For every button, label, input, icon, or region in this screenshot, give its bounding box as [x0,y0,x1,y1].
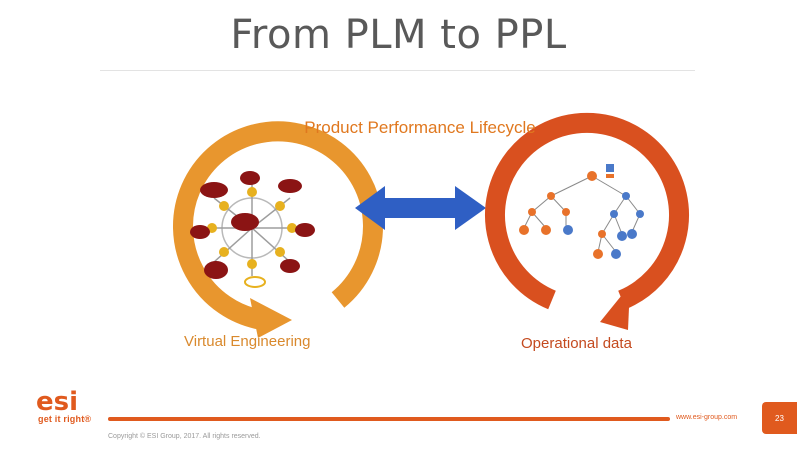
lifecycle-label: Product Performance Lifecycle [304,118,536,137]
left-cycle-ring [173,121,383,330]
copyright-notice: Copyright © ESI Group, 2017. All rights … [108,433,261,440]
virtual-engineering-cycle [173,121,383,338]
esi-logo: esi [36,388,78,414]
operational-data-label: Operational data [521,335,632,352]
footer-rule [108,417,670,421]
bidirectional-arrow [355,186,486,230]
esi-logo-text: esi [36,388,78,414]
left-cycle-arrowhead [250,298,292,338]
virtual-engineering-illustration [190,171,315,288]
right-cycle-ring [485,112,689,310]
operational-data-cycle [485,112,689,330]
decision-tree-illustration [519,164,644,259]
page-number-badge: 23 [762,402,797,434]
brand-tagline: get it right® [38,414,92,424]
page-number: 23 [775,413,784,423]
virtual-engineering-label: Virtual Engineering [184,333,311,350]
title-divider [100,70,695,71]
footer-url: www.esi-group.com [676,414,738,421]
slide-title: From PLM to PPL [230,12,567,58]
right-cycle-arrowhead [600,285,630,330]
